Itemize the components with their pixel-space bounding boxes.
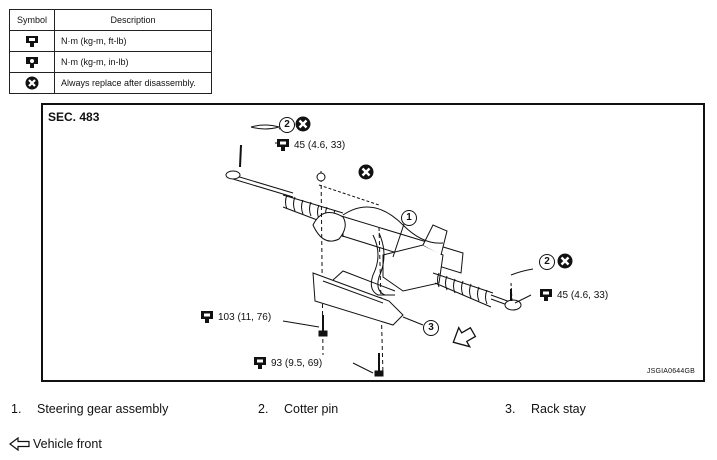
vehicle-front-label: Vehicle front [33, 437, 102, 451]
torque-value: 45 (4.6, 33) [294, 139, 346, 151]
vehicle-front-note: Vehicle front [9, 437, 102, 451]
symbol-header: Symbol [9, 9, 55, 31]
marker-1: 1 [401, 210, 417, 226]
torque-wrench-icon [277, 139, 289, 151]
torque-value: 93 (9.5, 69) [271, 357, 323, 369]
torque-wrench-icon [9, 30, 55, 52]
symbol-desc-3: Always replace after disassembly. [54, 72, 212, 94]
torque-value: 45 (4.6, 33) [557, 289, 609, 301]
torque-value: 103 (11, 76) [218, 311, 272, 323]
part-name: Steering gear assembly [37, 402, 169, 416]
torque-callout-bottom-bolt: 93 (9.5, 69) [253, 356, 322, 370]
part-number: 2. [258, 402, 269, 416]
description-header: Description [54, 9, 212, 31]
replace-x-icon [358, 164, 374, 180]
torque-callout-left-bolt: 103 (11, 76) [200, 310, 271, 324]
part-item: 1. Steering gear assembly [11, 402, 168, 416]
marker-2-right: 2 [539, 254, 555, 270]
torque-callout-right: 45 (4.6, 33) [539, 288, 608, 302]
replace-x-icon [295, 116, 311, 132]
figure-id: JSGIA0644GB [646, 368, 695, 375]
part-number: 1. [11, 402, 22, 416]
symbol-table: Symbol Description N·m (kg-m, ft-lb) N·m… [9, 9, 212, 94]
marker-3: 3 [423, 320, 439, 336]
marker-2-left: 2 [279, 117, 295, 133]
torque-wrench-icon [540, 289, 552, 301]
replace-x-icon [9, 72, 55, 94]
part-item: 2. Cotter pin [258, 402, 338, 416]
torque-wrench-icon [201, 311, 213, 323]
part-item: 3. Rack stay [505, 402, 586, 416]
section-label: SEC. 483 [48, 110, 100, 124]
symbol-desc-1: N·m (kg-m, ft-lb) [54, 30, 212, 52]
part-name: Cotter pin [284, 402, 339, 416]
exploded-view-figure: SEC. 483 JSGIA0644GB [41, 103, 705, 382]
part-number: 3. [505, 402, 516, 416]
part-name: Rack stay [531, 402, 586, 416]
torque-wrench-small-icon [9, 51, 55, 73]
front-arrow-icon [9, 437, 30, 451]
replace-x-icon [557, 253, 573, 269]
torque-wrench-icon [254, 357, 266, 369]
torque-callout-upper-left: 45 (4.6, 33) [276, 138, 345, 152]
steering-gear-drawing [225, 124, 534, 377]
symbol-desc-2: N·m (kg-m, in-lb) [54, 51, 212, 73]
